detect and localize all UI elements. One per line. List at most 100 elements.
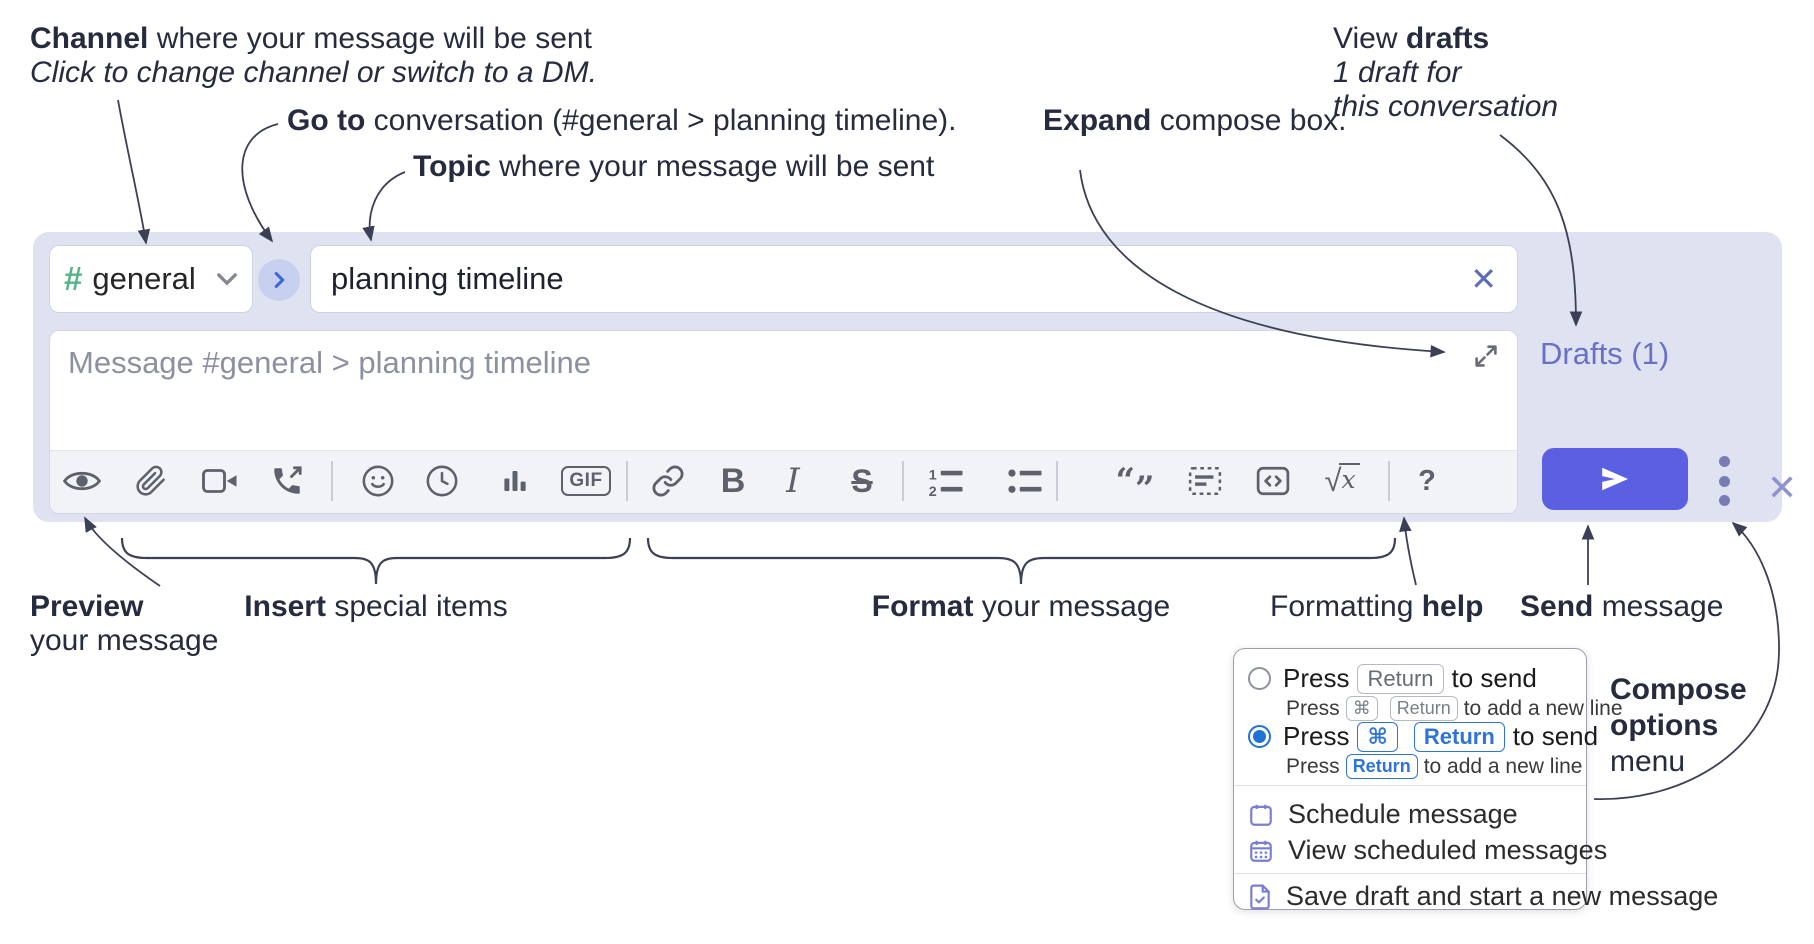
spoiler-button[interactable] — [1183, 459, 1227, 503]
cmd-key: ⌘ — [1357, 721, 1398, 752]
question-mark-icon: ? — [1418, 464, 1436, 497]
annotation-compose-options: Compose options menu — [1610, 672, 1747, 780]
toolbar-divider — [1056, 461, 1058, 501]
annotation-topic-bold: Topic — [413, 150, 491, 183]
clock-icon — [425, 464, 459, 498]
annotation-goto-rest: conversation (#general > planning timeli… — [365, 104, 957, 137]
compose-options-menu-button[interactable] — [1712, 456, 1736, 506]
calendar-icon — [1248, 802, 1274, 828]
dot-icon — [1718, 495, 1730, 506]
annotation-preview-sub: your message — [30, 624, 219, 657]
bulleted-list-button[interactable] — [1003, 459, 1047, 503]
italic-icon: I — [786, 461, 800, 501]
send-shortcut-option-2[interactable]: Press ⌘ Return to send — [1248, 721, 1598, 752]
send-button[interactable] — [1542, 448, 1688, 510]
quote-icon: “” — [1115, 461, 1155, 509]
send-shortcut-option-1[interactable]: Press Return to send — [1248, 663, 1537, 694]
annotation-expand-rest: compose box. — [1151, 104, 1347, 137]
annotation-compose-bold2: options — [1610, 709, 1719, 742]
brace-format — [646, 537, 1397, 585]
radio-checked-icon[interactable] — [1248, 725, 1271, 748]
radio-unchecked-icon[interactable] — [1248, 667, 1271, 690]
bold-button[interactable]: B — [711, 459, 755, 503]
annotation-channel: Channel where your message will be sent — [30, 22, 592, 56]
return-key: Return — [1345, 754, 1418, 779]
video-call-button[interactable] — [198, 459, 242, 503]
compose-toolbar — [50, 450, 1517, 513]
add-poll-button[interactable] — [493, 459, 537, 503]
annotation-drafts-pre: View — [1333, 22, 1406, 55]
quote-button[interactable]: “” — [1113, 459, 1157, 509]
chevron-right-icon — [268, 269, 290, 291]
bulleted-list-icon — [1007, 466, 1043, 497]
emoji-button[interactable] — [356, 459, 400, 503]
italic-button[interactable]: I — [771, 459, 815, 503]
eye-icon — [63, 466, 101, 496]
option-subtext: Press — [1286, 696, 1340, 720]
formatting-help-button[interactable]: ? — [1405, 459, 1449, 503]
option-subtext: to add a new line — [1463, 696, 1623, 720]
svg-text:2: 2 — [929, 483, 937, 496]
arrow-channel — [117, 99, 151, 245]
option-subtext: Press — [1286, 754, 1340, 778]
close-compose-icon[interactable]: ✕ — [1767, 467, 1798, 508]
annotation-send: Send message — [1520, 590, 1723, 624]
menu-item-view-scheduled[interactable]: View scheduled messages — [1248, 835, 1607, 866]
goto-conversation-button[interactable] — [258, 259, 300, 301]
drafts-link[interactable]: Drafts (1) — [1540, 336, 1670, 371]
option-text: to send — [1451, 663, 1537, 693]
annotation-goto: Go to conversation (#general > planning … — [287, 104, 957, 138]
expand-compose-icon[interactable] — [1471, 341, 1501, 376]
topic-input[interactable]: planning timeline ✕ — [310, 245, 1518, 313]
global-time-button[interactable] — [420, 459, 464, 503]
menu-item-label: Schedule message — [1288, 799, 1518, 829]
spoiler-icon — [1188, 465, 1222, 497]
attach-file-button[interactable] — [129, 459, 173, 503]
message-input[interactable]: Message #general > planning timeline — [49, 330, 1518, 514]
strikethrough-icon: S — [851, 462, 873, 499]
option-text: to send — [1512, 721, 1599, 751]
annotation-channel-sub: Click to change channel or switch to a D… — [30, 56, 597, 89]
gif-icon: GIF — [561, 466, 611, 496]
annotation-formatting-bold: help — [1421, 590, 1484, 623]
bar-chart-icon — [500, 466, 530, 496]
insert-link-button[interactable] — [646, 459, 690, 503]
arrow-formatting-help — [1399, 516, 1417, 586]
menu-item-label: Save draft and start a new message — [1286, 881, 1719, 911]
annotation-format: Format your message — [872, 590, 1170, 624]
audio-call-button[interactable] — [265, 459, 309, 503]
link-icon — [651, 464, 685, 498]
svg-text:1: 1 — [929, 467, 937, 483]
message-placeholder: Message #general > planning timeline — [68, 345, 592, 380]
phone-outgoing-icon — [270, 464, 304, 498]
annotation-compose-bold1: Compose — [1610, 673, 1747, 706]
annotation-drafts-sub1: 1 draft for — [1333, 56, 1462, 89]
channel-name: general — [92, 261, 196, 296]
menu-divider — [1234, 873, 1586, 874]
annotation-expand-bold: Expand — [1043, 104, 1152, 137]
annotation-send-rest: message — [1593, 590, 1724, 623]
file-check-icon — [1248, 884, 1272, 910]
return-key: Return — [1389, 696, 1458, 721]
menu-item-save-draft[interactable]: Save draft and start a new message — [1248, 881, 1718, 912]
compose-options-popup: Press Return to send Press ⌘ Return to a… — [1233, 648, 1718, 911]
strikethrough-button[interactable]: S — [840, 459, 884, 503]
return-key: Return — [1413, 721, 1505, 752]
channel-hash-icon: # — [64, 260, 83, 297]
preview-message-button[interactable] — [60, 459, 104, 503]
add-gif-button[interactable]: GIF — [558, 459, 614, 503]
annotation-compose-rest: menu — [1610, 745, 1686, 778]
channel-selector[interactable]: # general — [49, 245, 253, 313]
annotation-channel-rest: where your message will be sent — [148, 22, 592, 55]
menu-item-schedule-message[interactable]: Schedule message — [1248, 799, 1518, 830]
annotation-format-rest: your message — [973, 590, 1171, 623]
math-button[interactable]: √x — [1316, 459, 1368, 503]
annotation-goto-bold: Go to — [287, 104, 366, 137]
annotation-insert-bold: Insert — [244, 590, 326, 623]
topic-value: planning timeline — [331, 261, 564, 296]
clear-topic-icon[interactable]: ✕ — [1470, 261, 1497, 297]
code-button[interactable] — [1251, 459, 1295, 503]
return-key: Return — [1357, 663, 1444, 694]
